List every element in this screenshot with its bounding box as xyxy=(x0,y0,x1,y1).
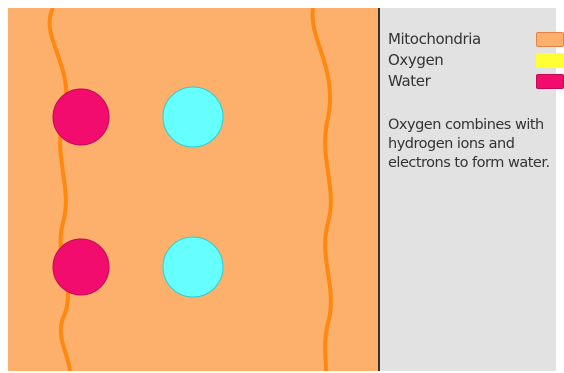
legend-item-oxygen: Oxygen xyxy=(388,51,556,71)
mitochondria-membrane-diagram xyxy=(8,8,380,371)
water-molecule-top xyxy=(53,89,109,145)
legend-label-oxygen: Oxygen xyxy=(388,51,443,69)
legend-swatch-water xyxy=(536,74,564,89)
legend-label-water: Water xyxy=(388,72,430,90)
process-caption: Oxygen combines with hydrogen ions and e… xyxy=(388,116,560,173)
legend-item-water: Water xyxy=(388,72,556,92)
scene: Mitochondria Oxygen Water Oxygen combine… xyxy=(8,8,556,371)
legend-panel: Mitochondria Oxygen Water Oxygen combine… xyxy=(380,8,556,371)
hydrogen-ion-bottom xyxy=(163,237,223,297)
hydrogen-ion-top xyxy=(163,87,223,147)
legend-label-mitochondria: Mitochondria xyxy=(388,30,481,48)
legend-item-mitochondria: Mitochondria xyxy=(388,30,556,50)
water-molecule-bottom xyxy=(53,239,109,295)
legend-swatch-oxygen xyxy=(536,53,564,68)
legend-swatch-mitochondria xyxy=(536,32,564,47)
